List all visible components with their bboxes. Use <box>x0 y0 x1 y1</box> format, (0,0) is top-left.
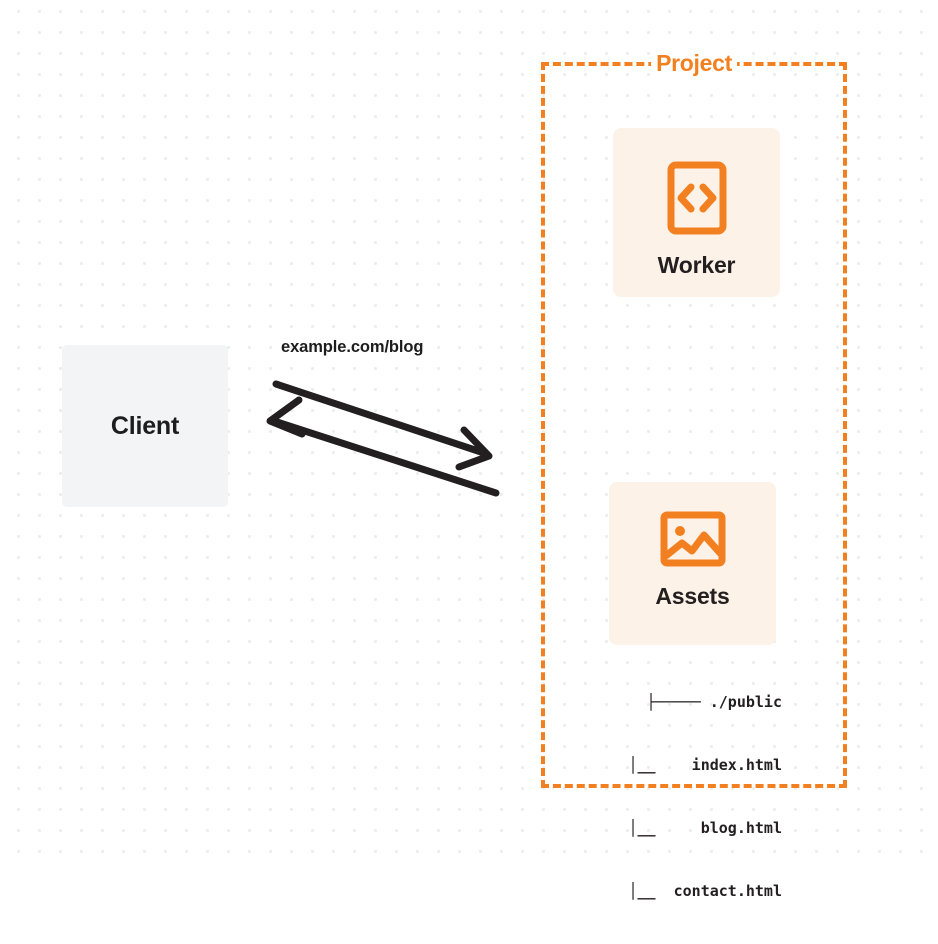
worker-node[interactable]: Worker <box>613 128 780 297</box>
file-tree-row: │__ index.html <box>601 756 782 774</box>
file-tree-row: │__ contact.html <box>601 882 782 900</box>
code-brackets-icon <box>667 161 726 235</box>
assets-node[interactable]: Assets <box>609 482 776 645</box>
diagram-canvas: Client example.com/blog Project Worker <box>0 0 938 900</box>
image-icon <box>660 511 725 567</box>
client-node-label: Client <box>110 411 180 440</box>
assets-file-tree: ├───── ./public │__ index.html │__ blog.… <box>580 650 782 944</box>
assets-node-label: Assets <box>655 583 730 609</box>
file-tree-row: ├───── ./public <box>646 693 782 711</box>
project-container-title: Project <box>651 50 737 77</box>
edge-label-request-url: example.com/blog <box>281 338 424 356</box>
client-node[interactable]: Client <box>62 345 228 507</box>
arrow-left-icon <box>266 396 500 497</box>
worker-node-label: Worker <box>657 252 736 278</box>
file-tree-row: │__ blog.html <box>601 819 782 837</box>
project-container: Project <box>541 50 847 788</box>
arrow-right-icon <box>272 380 493 471</box>
